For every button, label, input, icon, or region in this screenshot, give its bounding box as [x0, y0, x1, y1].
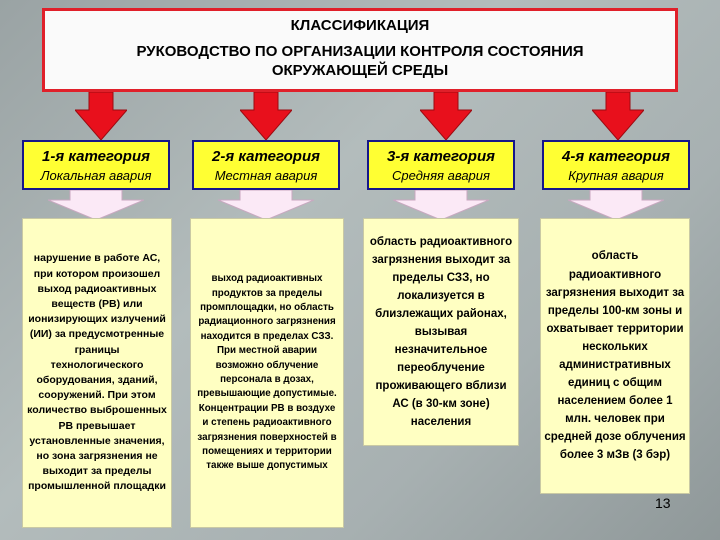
- title-heading: КЛАССИФИКАЦИЯ: [290, 17, 430, 34]
- light-down-arrow-icon: [568, 190, 664, 220]
- category-box-2: 2-я категория Местная авария: [192, 140, 340, 190]
- category-box-4: 4-я категория Крупная авария: [542, 140, 690, 190]
- title-box: КЛАССИФИКАЦИЯ РУКОВОДСТВО ПО ОРГАНИЗАЦИИ…: [42, 8, 678, 92]
- category-subtitle: Местная авария: [214, 168, 318, 183]
- category-subtitle: Средняя авария: [392, 168, 490, 183]
- category-title: 2-я категория: [212, 148, 320, 165]
- category-subtitle: Локальная авария: [40, 168, 152, 183]
- description-text: область радиоактивного загрязнения выход…: [544, 250, 686, 462]
- red-down-arrow-icon: [240, 92, 292, 140]
- light-down-arrow-icon: [48, 190, 144, 220]
- description-text: выход радиоактивных продуктов за пределы…: [197, 273, 337, 472]
- title-subheading: РУКОВОДСТВО ПО ОРГАНИЗАЦИИ КОНТРОЛЯ СОСТ…: [136, 43, 584, 79]
- description-box-2: выход радиоактивных продуктов за пределы…: [190, 218, 344, 528]
- page-number: 13: [655, 495, 671, 511]
- red-down-arrow-icon: [420, 92, 472, 140]
- category-subtitle: Крупная авария: [568, 168, 664, 183]
- description-box-4: область радиоактивного загрязнения выход…: [540, 218, 690, 494]
- description-box-3: область радиоактивного загрязнения выход…: [363, 218, 519, 446]
- light-down-arrow-icon: [218, 190, 314, 220]
- description-text: область радиоактивного загрязнения выход…: [369, 236, 513, 428]
- category-box-3: 3-я категория Средняя авария: [367, 140, 515, 190]
- light-down-arrow-icon: [393, 190, 489, 220]
- category-title: 4-я категория: [562, 148, 670, 165]
- description-text: нарушение в работе АС, при котором произ…: [27, 252, 167, 493]
- description-box-1: нарушение в работе АС, при котором произ…: [22, 218, 172, 528]
- category-title: 1-я категория: [42, 148, 150, 165]
- category-box-1: 1-я категория Локальная авария: [22, 140, 170, 190]
- red-down-arrow-icon: [75, 92, 127, 140]
- category-title: 3-я категория: [387, 148, 495, 165]
- red-down-arrow-icon: [592, 92, 644, 140]
